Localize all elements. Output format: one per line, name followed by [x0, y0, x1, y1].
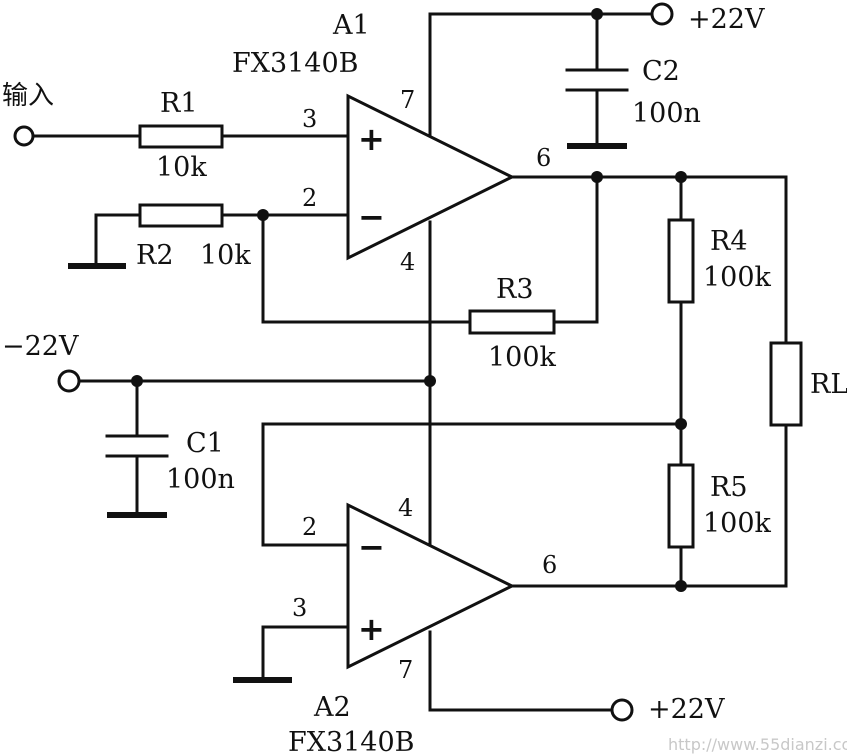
opamp-a1-pin-plus: 3: [302, 105, 317, 133]
opamp-a2: [346, 502, 516, 670]
wire-a2-plus-ground: [261, 625, 350, 682]
input-terminal: [13, 125, 35, 147]
opamp-a1-plus-sign: +: [358, 120, 385, 158]
junction-dot: [675, 418, 687, 430]
resistor-r4: [667, 218, 695, 304]
junction-dot: [591, 8, 603, 20]
opamp-a2-ref: A2: [313, 692, 351, 723]
resistor-rl: [769, 341, 803, 427]
opamp-a2-pin-vminus: 4: [398, 494, 413, 522]
opamp-a1-pin-minus: 2: [302, 184, 317, 212]
opamp-a2-pin-plus: 3: [292, 594, 307, 622]
watermark: http://www.55dianzi.com: [668, 735, 847, 754]
resistor-r1-ref: R1: [160, 88, 198, 119]
opamp-a1-pin-vplus: 7: [400, 86, 415, 114]
wire-a1-vplus: [428, 12, 654, 136]
opamp-a2-pin-minus: 2: [302, 513, 317, 541]
junction-dot: [424, 375, 436, 387]
resistor-r5-ref: R5: [710, 472, 748, 503]
positive-supply-terminal-bottom: [610, 698, 634, 722]
opamp-a2-pin-vplus: 7: [398, 656, 413, 684]
opamp-a1: [346, 93, 516, 261]
supply-negative-label: −22V: [2, 331, 79, 362]
opamp-a1-pin-vminus: 4: [400, 248, 415, 276]
opamp-a1-part: FX3140B: [232, 48, 359, 79]
capacitor-c1-ref: C1: [186, 428, 224, 459]
resistor-r1: [138, 124, 224, 149]
wire-a2-vplus: [428, 630, 614, 712]
wire-inv-to-r3: [261, 213, 472, 324]
junction-dot: [675, 580, 687, 592]
junction-dot: [675, 171, 687, 183]
supply-positive-top-label: +22V: [688, 4, 765, 35]
wire-r3-to-out: [552, 175, 599, 324]
capacitor-c1-value: 100n: [166, 464, 235, 495]
opamp-a1-ref: A1: [332, 10, 370, 41]
wires: [30, 12, 788, 712]
wire-mid-to-a2-minus: [261, 422, 683, 547]
resistor-r4-ref: R4: [710, 226, 748, 257]
resistor-r2-value: 10k: [200, 240, 251, 271]
wire-a2-output: [510, 423, 788, 588]
junction-dot: [131, 375, 143, 387]
junctions: [131, 8, 687, 592]
resistor-r3-value: 100k: [488, 342, 557, 373]
capacitor-c2-ref: C2: [642, 56, 680, 87]
resistor-r5-value: 100k: [703, 508, 772, 539]
opamp-a2-pin-out: 6: [542, 551, 557, 579]
opamp-a2-minus-sign: −: [358, 528, 385, 566]
junction-dot: [591, 171, 603, 183]
resistor-r3-ref: R3: [496, 274, 534, 305]
resistor-r5: [667, 463, 695, 549]
wire-r2-ground: [94, 213, 142, 268]
resistor-r2-ref: R2: [136, 240, 174, 271]
resistor-r3: [468, 309, 556, 335]
opamp-a1-pin-out: 6: [536, 144, 551, 172]
positive-supply-terminal-top: [650, 2, 674, 26]
resistor-r4-value: 100k: [703, 262, 772, 293]
supply-positive-bottom-label: +22V: [648, 694, 725, 725]
negative-supply-terminal: [57, 369, 81, 393]
input-label: 输入: [2, 81, 54, 111]
capacitor-c2-value: 100n: [632, 98, 701, 129]
opamp-a1-minus-sign: −: [358, 198, 385, 236]
wire-a1-output: [510, 175, 788, 345]
opamp-a2-plus-sign: +: [358, 610, 385, 648]
resistor-r1-value: 10k: [156, 152, 207, 183]
resistor-rl-ref: RL: [810, 369, 847, 400]
opamp-a2-part: FX3140B: [288, 727, 415, 755]
junction-dot: [257, 209, 269, 221]
resistor-r2: [138, 203, 224, 228]
